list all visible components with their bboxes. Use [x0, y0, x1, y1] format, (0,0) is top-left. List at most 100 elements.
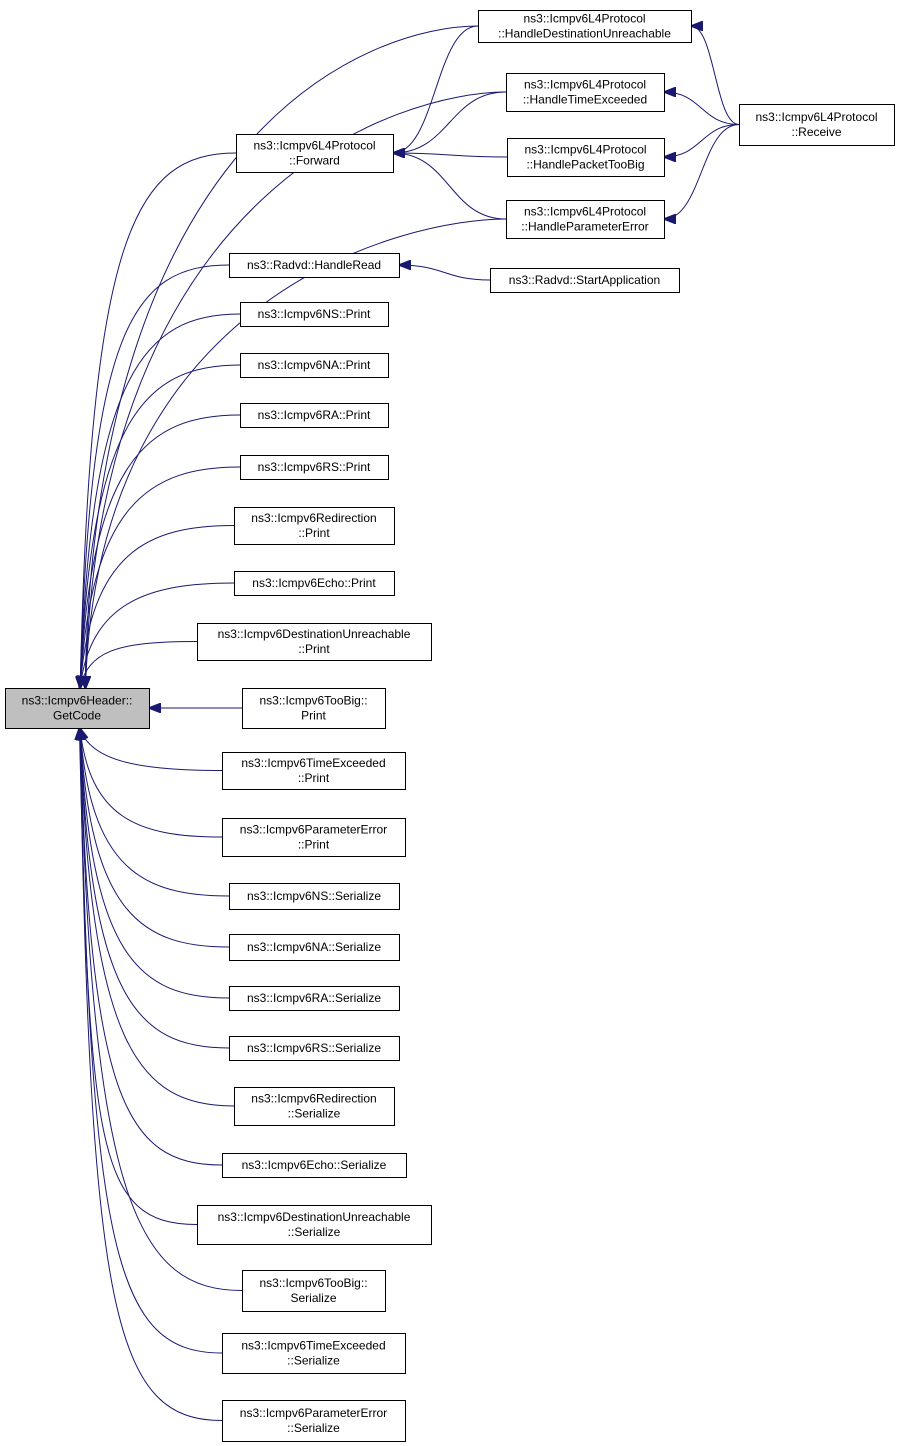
node-label: ns3::Icmpv6ParameterError [240, 823, 387, 837]
node-box [236, 134, 394, 173]
node-box [234, 571, 395, 596]
node-rsa[interactable]: ns3::Radvd::StartApplication [490, 268, 680, 293]
edge-nap-to-root [80, 364, 241, 688]
node-label: ns3::Icmpv6Redirection [251, 511, 376, 525]
node-tes[interactable]: ns3::Icmpv6TimeExceeded::Serialize [222, 1333, 406, 1374]
nodes-layer: ns3::Icmpv6Header::GetCode ns3::Icmpv6L4P… [5, 10, 895, 1442]
node-dus[interactable]: ns3::Icmpv6DestinationUnreachable::Seria… [197, 1205, 432, 1245]
node-ras[interactable]: ns3::Icmpv6RA::Serialize [229, 986, 400, 1011]
edge-dup-to-root [79, 641, 198, 689]
node-nas[interactable]: ns3::Icmpv6NA::Serialize [229, 934, 400, 961]
node-label: ns3::Icmpv6TimeExceeded [241, 756, 385, 770]
node-label: ns3::Icmpv6Echo::Serialize [242, 1158, 387, 1172]
node-label: ::Print [298, 526, 330, 540]
node-label: GetCode [53, 709, 101, 723]
edge-rhr-to-root [80, 264, 230, 688]
node-label: ::HandleParameterError [521, 220, 648, 234]
node-root[interactable]: ns3::Icmpv6Header::GetCode [5, 688, 150, 729]
node-box [234, 507, 395, 545]
edge-recv-to-hptb [664, 124, 740, 158]
node-box [478, 10, 692, 43]
node-rap[interactable]: ns3::Icmpv6RA::Print [240, 403, 389, 428]
node-echos[interactable]: ns3::Icmpv6Echo::Serialize [222, 1153, 407, 1178]
node-tep[interactable]: ns3::Icmpv6TimeExceeded::Print [222, 752, 406, 790]
node-rhr[interactable]: ns3::Radvd::HandleRead [229, 253, 400, 278]
edge-tep-to-root [80, 728, 223, 771]
node-box [197, 1205, 432, 1245]
node-redp[interactable]: ns3::Icmpv6Redirection::Print [234, 507, 395, 545]
node-label: ns3::Icmpv6TimeExceeded [241, 1339, 385, 1353]
node-label: ns3::Icmpv6NA::Serialize [247, 940, 381, 954]
edge-dus-to-root [79, 728, 198, 1225]
node-box [242, 1270, 386, 1312]
node-label: ::HandleDestinationUnreachable [498, 27, 671, 41]
node-label: ::Print [298, 838, 330, 852]
node-label: ns3::Icmpv6RA::Serialize [247, 991, 381, 1005]
node-label: ns3::Icmpv6L4Protocol [755, 110, 877, 124]
node-label: ns3::Icmpv6L4Protocol [253, 139, 375, 153]
node-label: ns3::Icmpv6NS::Serialize [247, 889, 381, 903]
edge-recv-to-hte [664, 92, 740, 125]
node-label: ::Receive [791, 125, 841, 139]
edge-hdu-to-fwd [393, 25, 479, 153]
node-recv[interactable]: ns3::Icmpv6L4Protocol::Receive [739, 104, 895, 146]
node-fwd[interactable]: ns3::Icmpv6L4Protocol::Forward [236, 134, 394, 173]
node-label: ns3::Icmpv6RS::Print [258, 460, 371, 474]
node-echop[interactable]: ns3::Icmpv6Echo::Print [234, 571, 395, 596]
node-label: ns3::Icmpv6TooBig:: [259, 694, 367, 708]
node-label: ::Print [298, 771, 330, 785]
edge-pes-to-root [80, 728, 223, 1421]
edge-hpe-to-fwd [393, 153, 507, 220]
edge-tbs-to-root [80, 728, 243, 1291]
node-box [490, 268, 680, 293]
edge-echos-to-root [80, 728, 223, 1166]
edge-rap-to-root [80, 414, 241, 688]
node-label: ns3::Icmpv6L4Protocol [523, 12, 645, 26]
node-box [242, 688, 386, 729]
node-box [240, 455, 389, 480]
edge-nsp-to-root [80, 313, 241, 688]
node-label: ns3::Icmpv6NS::Print [258, 307, 371, 321]
node-dup[interactable]: ns3::Icmpv6DestinationUnreachable::Print [197, 623, 432, 661]
edge-nas-to-root [80, 728, 230, 948]
node-label: ns3::Icmpv6TooBig:: [259, 1276, 367, 1290]
node-box [229, 253, 400, 278]
node-nss[interactable]: ns3::Icmpv6NS::Serialize [229, 883, 400, 910]
node-label: ns3::Icmpv6Header:: [22, 694, 133, 708]
node-label: ::HandlePacketTooBig [526, 158, 644, 172]
node-nsp[interactable]: ns3::Icmpv6NS::Print [240, 302, 389, 327]
node-label: ns3::Icmpv6RA::Print [258, 408, 371, 422]
node-label: ns3::Icmpv6L4Protocol [524, 205, 646, 219]
edge-recv-to-hpe [664, 124, 740, 220]
node-label: ns3::Icmpv6DestinationUnreachable [218, 627, 411, 641]
node-pes[interactable]: ns3::Icmpv6ParameterError::Serialize [222, 1400, 406, 1442]
node-box [222, 1333, 406, 1374]
edge-rsp-to-root [80, 466, 241, 688]
node-pep[interactable]: ns3::Icmpv6ParameterError::Print [222, 818, 406, 857]
node-tbs[interactable]: ns3::Icmpv6TooBig::Serialize [242, 1270, 386, 1312]
node-hpe[interactable]: ns3::Icmpv6L4Protocol::HandleParameterEr… [506, 200, 665, 239]
edge-pep-to-root [80, 728, 223, 838]
node-box [506, 73, 665, 112]
node-box [234, 1087, 395, 1126]
edge-rss-to-root [80, 728, 230, 1049]
node-hdu[interactable]: ns3::Icmpv6L4Protocol::HandleDestination… [478, 10, 692, 43]
node-box [229, 883, 400, 910]
node-reds[interactable]: ns3::Icmpv6Redirection::Serialize [234, 1087, 395, 1126]
node-box [229, 934, 400, 961]
node-rss[interactable]: ns3::Icmpv6RS::Serialize [229, 1036, 400, 1061]
node-tbp[interactable]: ns3::Icmpv6TooBig::Print [242, 688, 386, 729]
node-label: ::Print [298, 642, 330, 656]
node-label: Print [301, 709, 326, 723]
node-label: ns3::Icmpv6Redirection [251, 1092, 376, 1106]
node-label: ::HandleTimeExceeded [523, 93, 647, 107]
node-hptb[interactable]: ns3::Icmpv6L4Protocol::HandlePacketTooBi… [507, 138, 665, 177]
node-nap[interactable]: ns3::Icmpv6NA::Print [240, 353, 389, 378]
edges-layer [79, 25, 740, 1421]
edge-hpe-to-root [86, 218, 507, 688]
node-label: ::Serialize [287, 1421, 340, 1435]
node-label: ns3::Icmpv6L4Protocol [524, 143, 646, 157]
node-hte[interactable]: ns3::Icmpv6L4Protocol::HandleTimeExceede… [506, 73, 665, 112]
node-rsp[interactable]: ns3::Icmpv6RS::Print [240, 455, 389, 480]
